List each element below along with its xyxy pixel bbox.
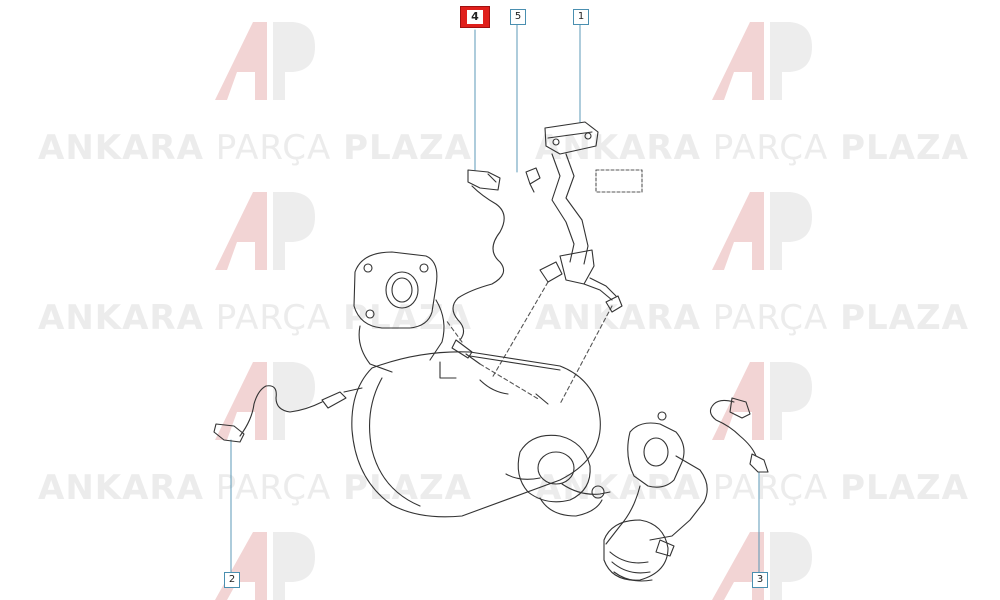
- part-3-sensor: [709, 397, 769, 473]
- outlet-pipe: [505, 434, 611, 517]
- tailpipe-end: [603, 519, 675, 582]
- part-2-sensor: [213, 385, 363, 443]
- watermark-row: ANKARA PARÇA PLAZA ANKARA PARÇA PLAZA: [0, 298, 1000, 338]
- connector-dashes: [445, 281, 613, 405]
- middle-sensors: [539, 261, 623, 313]
- watermark-text: ANKARA PARÇA PLAZA: [38, 128, 472, 168]
- catalyst-canister: [351, 351, 601, 518]
- callout-5[interactable]: 5: [510, 9, 526, 25]
- ap-logo-watermark: [712, 532, 812, 600]
- callout-4-active[interactable]: 4: [460, 6, 490, 28]
- manifold-flange: [353, 251, 445, 373]
- part-4-sensor: [451, 169, 505, 365]
- watermark-row: ANKARA PARÇA PLAZA ANKARA PARÇA PLAZA: [0, 468, 1000, 508]
- ap-logo-watermark: [215, 362, 315, 440]
- part-5-bolt: [525, 167, 541, 193]
- watermark-text: ANKARA PARÇA PLAZA: [535, 128, 969, 168]
- callout-3[interactable]: 3: [752, 572, 768, 588]
- ap-logo-watermark: [215, 22, 315, 100]
- ap-logo-watermark: [712, 192, 812, 270]
- watermark-text: ANKARA PARÇA PLAZA: [38, 298, 472, 338]
- part-1-bracket: [544, 121, 617, 301]
- reference-box: [595, 169, 643, 193]
- ap-logo-watermark: [712, 22, 812, 100]
- watermark-text: ANKARA PARÇA PLAZA: [535, 298, 969, 338]
- callout-2[interactable]: 2: [224, 572, 240, 588]
- ap-logo-watermark: [215, 192, 315, 270]
- watermark-row: ANKARA PARÇA PLAZA ANKARA PARÇA PLAZA: [0, 128, 1000, 168]
- watermark-text: ANKARA PARÇA PLAZA: [535, 468, 969, 508]
- downstream-flange: [605, 411, 708, 545]
- watermark-text: ANKARA PARÇA PLAZA: [38, 468, 472, 508]
- ap-logo-watermark: [712, 362, 812, 440]
- callout-1[interactable]: 1: [573, 9, 589, 25]
- leader-lines: [230, 23, 760, 573]
